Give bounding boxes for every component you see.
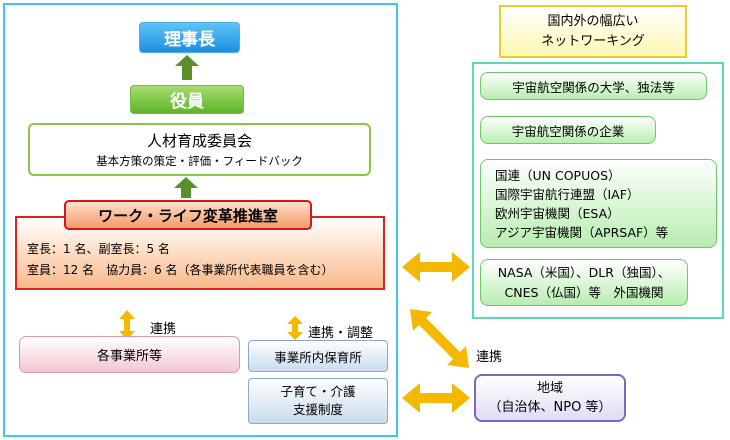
network-universities-box: 宇宙航空関係の大学、独法等: [480, 72, 707, 100]
network-foreign-box: NASA（米国）、DLR（独国）、 CNES（仏国）等 外国機関: [480, 259, 688, 306]
network-intl-item: 欧州宇宙機関（ESA）: [495, 205, 620, 221]
region-line2: （自治体、NPO 等）: [488, 400, 612, 415]
childcare-line2: 支援制度: [292, 402, 343, 417]
network-international-box: 国連（UN COPUOS） 国際宇宙航行連盟（IAF） 欧州宇宙機関（ESA） …: [480, 159, 717, 248]
offices-box: 各事業所等: [19, 336, 240, 373]
region-line1: 地域: [536, 381, 563, 396]
arrow-horizontal-region: [402, 383, 470, 413]
network-companies-box: 宇宙航空関係の企業: [480, 116, 656, 144]
network-title-line2: ネットワーキング: [541, 33, 645, 49]
arrow-diagonal-region: [410, 309, 469, 368]
executives-box: 役員: [130, 85, 244, 114]
promotion-office-title: ワーク・ライフ変革推進室: [64, 200, 312, 230]
arrow-up-chairman: [175, 55, 199, 80]
label-coop-offices: 連携: [150, 322, 177, 337]
childcare-support-box: 子育て・介護 支援制度: [248, 378, 388, 424]
nursery-box: 事業所内保育所: [248, 340, 388, 372]
organization-frame: [3, 3, 398, 437]
label-coop-region: 連携: [476, 350, 503, 365]
arrow-updown-offices: [119, 310, 135, 340]
network-foreign-line2: CNES（仏国）等 外国機関: [504, 284, 664, 300]
arrow-up-committee: [174, 177, 198, 198]
promotion-staff-line2: 室員：12 名 協力員：6 名（各事業所代表職員を含む）: [27, 263, 334, 277]
label-coop-adjust: 連携・調整: [308, 326, 374, 341]
childcare-line1: 子育て・介護: [280, 384, 356, 399]
chairman-box: 理事長: [139, 22, 240, 53]
network-intl-item: 国連（UN COPUOS）: [495, 167, 621, 183]
arrow-horizontal-network: [402, 252, 470, 282]
committee-title: 人材育成委員会: [146, 132, 252, 150]
committee-box: 人材育成委員会 基本方策の策定・評価・フィードバック: [28, 123, 371, 176]
region-box: 地域 （自治体、NPO 等）: [474, 374, 626, 422]
network-intl-item: アジア宇宙機関（APRSAF）等: [495, 224, 669, 240]
arrow-updown-nursery: [287, 316, 303, 340]
promotion-staff-line1: 室長：1 名、副室長：5 名: [27, 242, 170, 256]
network-title-box: 国内外の幅広い ネットワーキング: [499, 5, 687, 58]
network-foreign-line1: NASA（米国）、DLR（独国）、: [497, 264, 671, 280]
network-title-line1: 国内外の幅広い: [547, 13, 639, 29]
committee-subtitle: 基本方策の策定・評価・フィードバック: [96, 154, 303, 168]
network-intl-item: 国際宇宙航行連盟（IAF）: [495, 186, 640, 202]
